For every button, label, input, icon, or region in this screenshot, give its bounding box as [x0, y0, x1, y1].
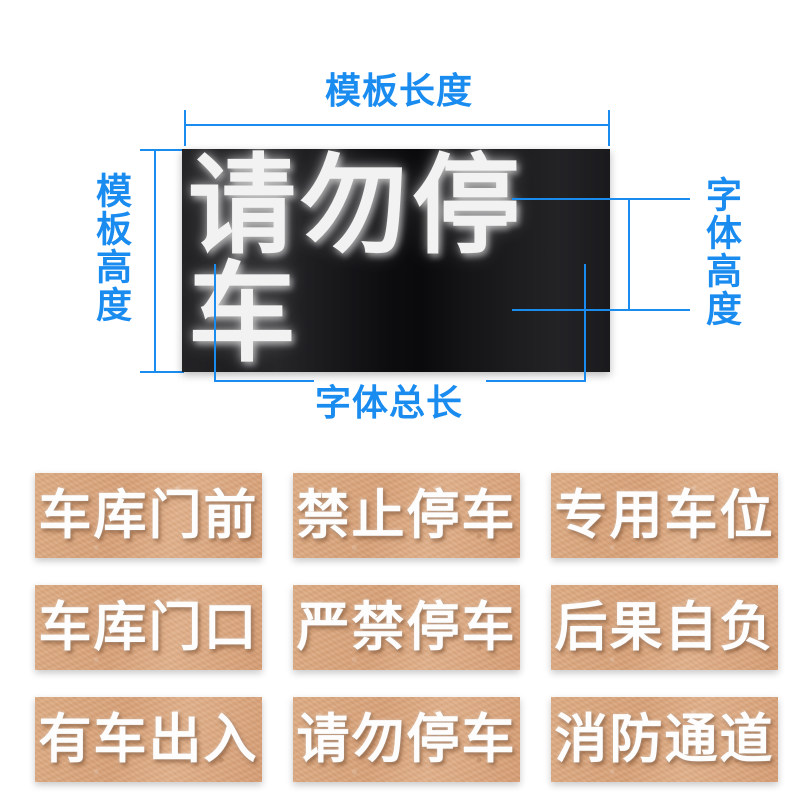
annotation-font-length-leader-right — [584, 264, 586, 382]
annotation-bracket-template-height-bar — [154, 149, 156, 373]
sample-card[interactable]: 车库门口 — [35, 585, 262, 670]
annotation-bracket-font-length-bar-right — [486, 380, 586, 382]
template-preview-panel: 请勿停车 — [182, 149, 610, 372]
annotation-label-font-total-length: 字体总长 — [315, 383, 464, 424]
sample-card[interactable]: 车库门前 — [35, 473, 262, 558]
annotation-bracket-template-length-tick-right — [608, 110, 610, 146]
sample-card[interactable]: 后果自负 — [551, 585, 778, 670]
sample-card[interactable]: 严禁停车 — [293, 585, 520, 670]
sample-card-text: 车库门口 — [38, 597, 259, 658]
annotation-bracket-template-height-tick-bottom — [140, 371, 184, 373]
sample-card[interactable]: 专用车位 — [551, 473, 778, 558]
sample-card-text: 车库门前 — [38, 485, 259, 546]
annotation-font-length-leader-left — [214, 264, 216, 382]
sample-card-text: 请勿停车 — [296, 709, 517, 770]
sample-card[interactable]: 有车出入 — [35, 697, 262, 782]
sample-card-text: 严禁停车 — [296, 597, 517, 658]
annotation-bracket-font-height-bar — [628, 198, 630, 311]
sample-card-text: 后果自负 — [554, 597, 775, 658]
annotation-bracket-template-length-tick-left — [184, 110, 186, 146]
sample-card-text: 有车出入 — [38, 709, 259, 770]
sample-card-text: 专用车位 — [554, 485, 775, 546]
annotation-label-template-length: 模板长度 — [325, 71, 474, 112]
annotation-font-height-leader-top — [512, 198, 690, 200]
template-preview-text: 请勿停车 — [188, 149, 525, 372]
sample-card[interactable]: 消防通道 — [551, 697, 778, 782]
annotation-label-font-height: 字体高度 — [700, 176, 741, 328]
sample-card[interactable]: 禁止停车 — [293, 473, 520, 558]
annotation-bracket-template-length-bar — [184, 124, 610, 126]
sample-card-text: 禁止停车 — [296, 485, 517, 546]
annotation-bracket-template-height-tick-top — [140, 149, 184, 151]
sample-card-text: 消防通道 — [554, 709, 775, 770]
annotation-label-template-height: 模板高度 — [90, 172, 131, 324]
annotation-bracket-font-length-bar-left — [214, 380, 314, 382]
annotation-font-height-leader-bottom — [512, 309, 690, 311]
sample-card[interactable]: 请勿停车 — [293, 697, 520, 782]
